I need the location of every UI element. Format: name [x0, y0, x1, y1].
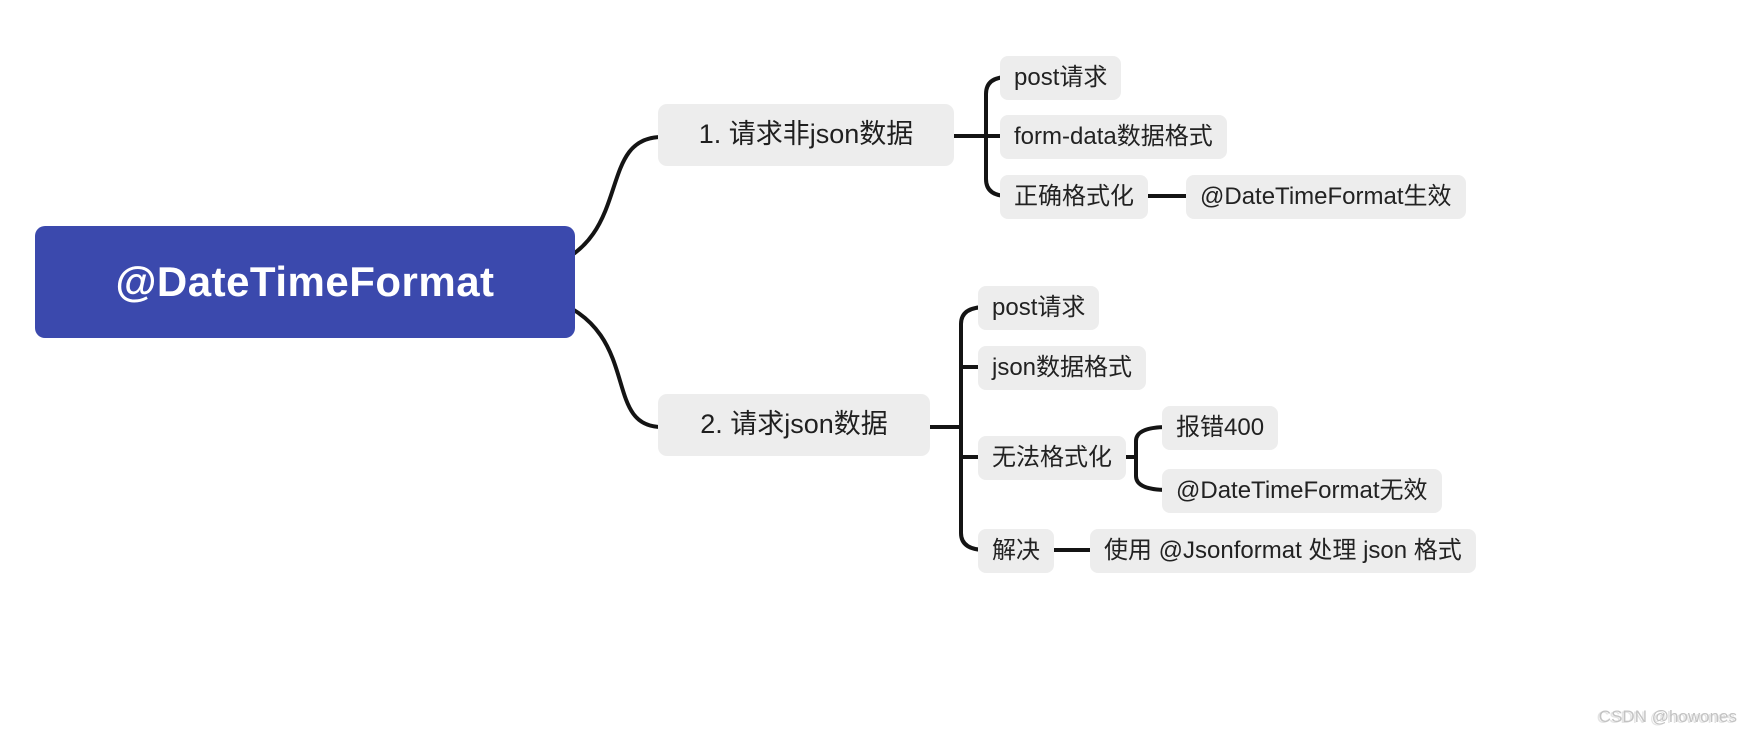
node-json-data-format[interactable]: json数据格式 — [978, 346, 1147, 390]
branch-node-request-non-json[interactable]: 1. 请求非json数据 — [658, 104, 954, 166]
node-post-request-1[interactable]: post请求 — [1000, 56, 1122, 100]
node-form-data-format[interactable]: form-data数据格式 — [1000, 115, 1227, 159]
node-cannot-format[interactable]: 无法格式化 — [978, 436, 1126, 480]
node-datetimeformat-effective[interactable]: @DateTimeFormat生效 — [1186, 175, 1466, 219]
node-solution[interactable]: 解决 — [978, 529, 1054, 573]
csdn-watermark: CSDN @howones — [1598, 707, 1737, 726]
node-datetimeformat-invalid[interactable]: @DateTimeFormat无效 — [1162, 469, 1442, 513]
node-use-jsonformat[interactable]: 使用 @Jsonformat 处理 json 格式 — [1090, 529, 1476, 573]
node-correct-format[interactable]: 正确格式化 — [1000, 175, 1148, 219]
edge-cannot-format-children-trunk — [1134, 425, 1170, 492]
branch-node-request-json[interactable]: 2. 请求json数据 — [658, 394, 930, 456]
node-error-400[interactable]: 报错400 — [1162, 406, 1279, 450]
edge-root-branch2 — [546, 296, 664, 429]
node-post-request-2[interactable]: post请求 — [978, 286, 1100, 330]
root-node[interactable]: @DateTimeFormat — [35, 226, 575, 338]
edge-branch2-children-trunk — [959, 305, 988, 552]
